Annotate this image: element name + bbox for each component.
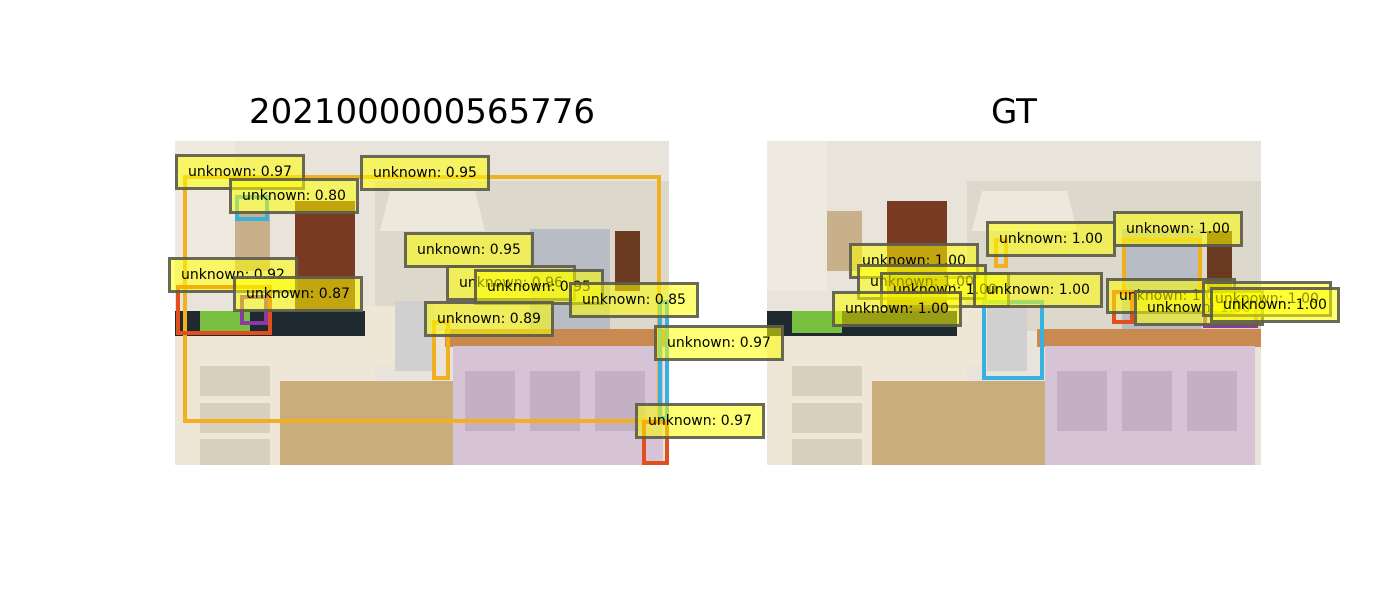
right-kitchen-image <box>767 141 1261 465</box>
left-panel-title: 2021000000565776 <box>248 92 596 132</box>
right-panel-title: GT <box>991 92 1037 132</box>
pred-label: unknown: 0.97 <box>654 325 784 361</box>
left-kitchen-image <box>175 141 669 465</box>
